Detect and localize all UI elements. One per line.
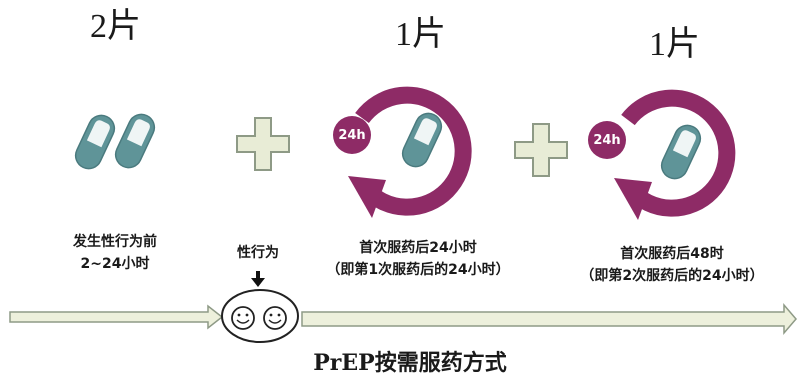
dose-count: 1片 xyxy=(395,16,446,53)
pill-icon xyxy=(401,112,443,168)
timeline-arrow-icon xyxy=(9,304,224,330)
sex-label: 性行为 xyxy=(237,245,279,261)
dose-count: 2片 xyxy=(90,8,141,45)
before-sex-label: 发生性行为前 2~24小时 xyxy=(60,232,170,275)
before-sex-label-line2: 2~24小时 xyxy=(80,255,150,272)
dose3-label-line2: （即第2次服药后的24小时） xyxy=(580,267,764,284)
time-badge-label: 24h xyxy=(593,132,621,148)
dose3-label-line1: 首次服药后48时 xyxy=(620,246,724,262)
dose2-label: 首次服药后24小时 （即第1次服药后的24小时） xyxy=(318,238,518,281)
dose-count: 1片 xyxy=(649,26,700,63)
cycle-arrow-icon xyxy=(614,89,736,220)
smiley-icon xyxy=(221,289,299,343)
time-badge: 24h xyxy=(333,116,371,154)
diagram-caption: PrEP按需服药方式 xyxy=(313,350,507,376)
before-sex-label-line1: 发生性行为前 xyxy=(73,234,157,250)
down-arrow-icon xyxy=(251,271,265,287)
time-badge-label: 24h xyxy=(338,127,366,143)
dose2-label-line1: 首次服药后24小时 xyxy=(359,240,477,256)
pill-icon xyxy=(74,114,116,170)
pill-icon xyxy=(114,113,156,169)
dose2-label-line2: （即第1次服药后的24小时） xyxy=(326,261,510,278)
pill-icon xyxy=(660,124,702,180)
time-badge: 24h xyxy=(588,121,626,159)
dose3-label: 首次服药后48时 （即第2次服药后的24小时） xyxy=(572,244,772,287)
plus-icon xyxy=(236,117,290,171)
plus-icon xyxy=(514,123,568,177)
cycle-arrow-icon xyxy=(348,86,472,218)
timeline-arrow-icon xyxy=(301,302,797,336)
